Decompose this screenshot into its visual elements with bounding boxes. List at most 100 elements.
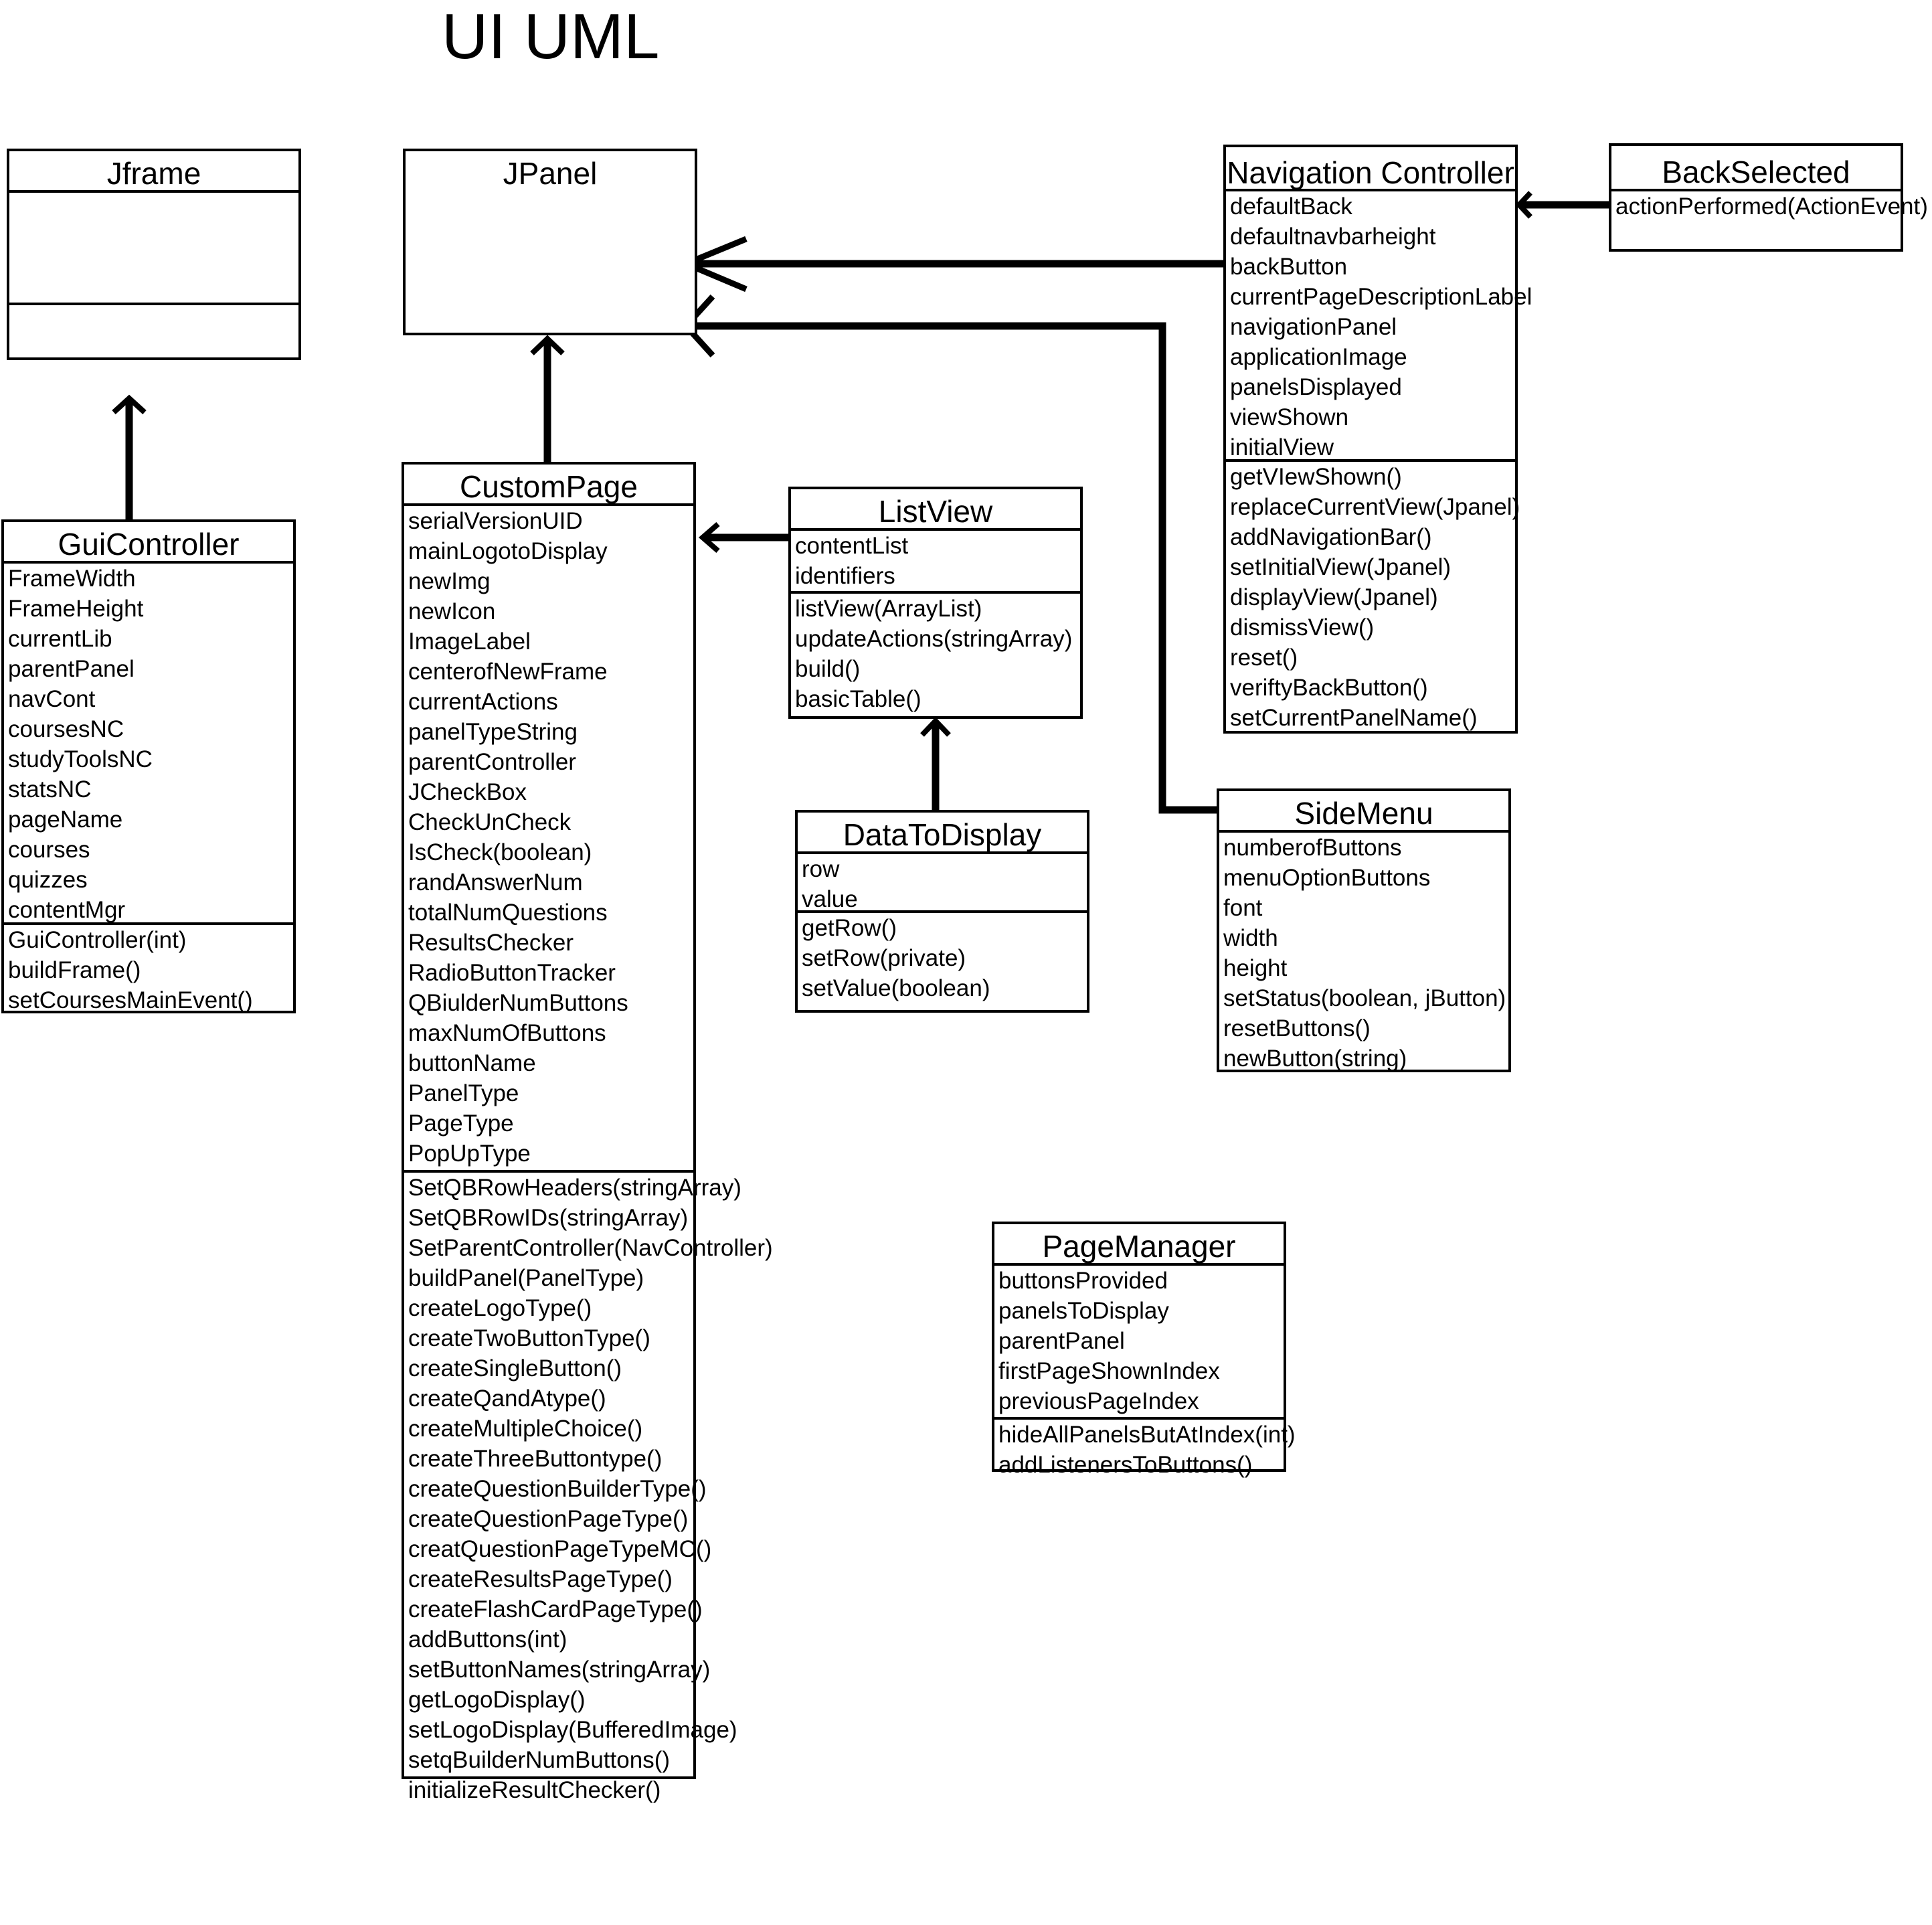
diagram-title: UI UML [442,1,660,72]
class-name: CustomPage [404,465,693,506]
method-item: addButtons(int) [408,1626,567,1653]
attribute-item: contentMgr [8,897,126,923]
attribute-item: newIcon [408,598,496,624]
method-item: basicTable() [795,686,921,712]
class-name: ListView [791,489,1080,531]
back-selected-to-navigation-controller-arrowhead [1515,191,1532,219]
method-item: SetQBRowIDs(stringArray) [408,1205,689,1231]
class-back-selected: BackSelected actionPerformed(ActionEvent… [1609,143,1928,252]
method-item: getVIewShown() [1230,464,1402,490]
method-item: createFlashCardPageType() [408,1596,703,1622]
attribute-item: height [1223,955,1288,981]
attribute-item: defaultnavbarheight [1230,224,1436,250]
attribute-item: ResultsChecker [408,930,574,956]
attribute-item: studyToolsNC [8,746,153,772]
attribute-item: currentLib [8,626,112,652]
method-item: SetQBRowHeaders(stringArray) [408,1175,741,1201]
method-item: GuiController(int) [8,927,187,953]
attribute-item: JCheckBox [408,779,527,805]
attribute-item: buttonsProvided [998,1268,1168,1294]
attribute-item: PanelType [408,1080,519,1106]
attribute-item: newImg [408,568,491,594]
list-view-to-custom-page-arrowhead [698,521,720,554]
method-item: reset() [1230,645,1298,671]
methods-section: GuiController(int) buildFrame() setCourses… [4,925,293,1015]
method-item: createMultipleChoice() [408,1416,643,1442]
attribute-item: font [1223,895,1263,921]
attribute-item: FrameHeight [8,596,144,622]
method-item: replaceCurrentView(Jpanel) [1230,494,1520,520]
attribute-item: viewShown [1230,404,1349,430]
side-menu-to-jpanel-arrow [686,322,1217,814]
class-name: DataToDisplay [798,813,1087,854]
methods-section: actionPerformed(ActionEvent) [1611,191,1928,222]
attribute-item: resetButtons() [1223,1015,1371,1041]
methods-section: hideAllPanelsButAtIndex(int)addListeners… [994,1420,1296,1480]
methods-section: listView(ArrayList)updateActions(stringA… [791,594,1080,714]
attribute-item: panelsDisplayed [1230,374,1402,400]
attribute-item: parentPanel [8,656,135,682]
custom-page-to-jpanel-arrowhead [530,335,565,355]
attribute-item: mainLogotoDisplay [408,538,608,564]
method-item: createResultsPageType() [408,1566,673,1592]
method-item: listView(ArrayList) [795,596,982,622]
attribute-item: panelTypeString [408,719,578,745]
class-name: GuiController [4,522,293,564]
class-name: PageManager [994,1224,1284,1266]
method-item: initializeResultChecker() [408,1777,661,1803]
class-jframe: Jframe [7,149,301,360]
class-name: Jframe [9,151,298,193]
attribute-item: statsNC [8,776,92,803]
method-item: setLogoDisplay(BufferedImage) [408,1717,737,1743]
method-item: createThreeButtontype() [408,1446,663,1472]
attribute-item: menuOptionButtons [1223,865,1431,891]
method-item: buildFrame() [8,957,141,983]
attribute-item: RadioButtonTracker [408,960,616,986]
method-item: getRow() [802,915,897,941]
attribute-item: FrameWidth [8,566,136,592]
attribute-item: ImageLabel [408,629,531,655]
attribute-item: applicationImage [1230,344,1407,370]
attribute-item: row [802,856,840,882]
method-item: setValue(boolean) [802,975,990,1001]
attribute-item: currentPageDescriptionLabel [1230,284,1532,310]
class-name: SideMenu [1219,791,1508,833]
method-item: buildPanel(PanelType) [408,1265,644,1291]
method-item: addNavigationBar() [1230,524,1432,550]
attribute-item: courses [8,837,90,863]
attribute-item: parentPanel [998,1328,1125,1354]
attribute-item: centerofNewFrame [408,659,608,685]
attribute-item: navigationPanel [1230,314,1397,340]
methods-section: getRow()setRow(private)setValue(boolean) [798,913,1087,1003]
attribute-item: parentController [408,749,576,775]
attributes-section [9,193,298,305]
attribute-item: CheckUnCheck [408,809,572,835]
attribute-item: newButton(string) [1223,1045,1407,1072]
method-item: setCoursesMainEvent() [8,987,253,1013]
method-item: createQuestionPageType() [408,1506,689,1532]
attribute-item: PopUpType [408,1141,531,1167]
attribute-item: contentList [795,533,909,559]
method-item: getLogoDisplay() [408,1687,586,1713]
method-item: build() [795,656,861,682]
method-item: createSingleButton() [408,1355,622,1382]
attribute-item: previousPageIndex [998,1388,1199,1414]
attribute-item: PageType [408,1110,514,1137]
class-jpanel: JPanel [403,149,697,335]
attribute-item: quizzes [8,867,88,893]
methods-section: SetQBRowHeaders(stringArray) SetQBRowIDs(… [404,1173,773,1805]
method-item: createQuestionBuilderType() [408,1476,707,1502]
